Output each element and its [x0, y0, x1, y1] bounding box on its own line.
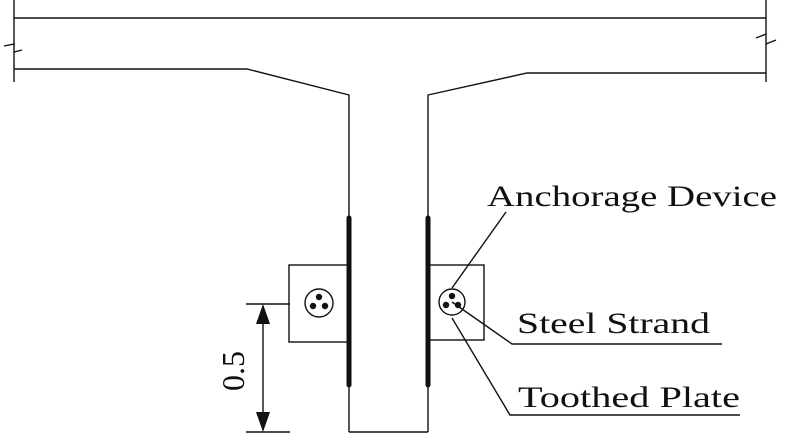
anchorage-device-left: [288, 264, 349, 343]
strand-dot-right-2: [454, 301, 462, 309]
strand-circle-right: [438, 288, 466, 316]
flange-right-break-symbol: [755, 32, 777, 46]
label-dimension: 0.5: [215, 351, 251, 391]
leader-anchorage-device: [451, 211, 507, 289]
strand-dot-right-1: [442, 301, 450, 309]
flange-left-break-symbol: [3, 43, 23, 53]
dim-arrow-bottom: [256, 412, 270, 432]
dim-arrow-top: [256, 304, 270, 324]
strand-dot-left-3: [315, 293, 323, 301]
strand-dot-left-2: [321, 302, 329, 310]
label-steel-strand: Steel Strand: [517, 307, 710, 340]
strand-dot-right-3: [448, 292, 456, 300]
label-toothed-plate: Toothed Plate: [518, 381, 740, 414]
strand-dot-left-1: [309, 302, 317, 310]
flange-bottom-right: [427, 72, 766, 432]
leader-steel-strand: [451, 301, 722, 345]
strand-circle-left: [304, 288, 334, 318]
leader-toothed-plate: [451, 317, 740, 416]
label-anchorage-device: Anchorage Device: [487, 180, 777, 213]
flange-bottom-left: [14, 68, 350, 432]
